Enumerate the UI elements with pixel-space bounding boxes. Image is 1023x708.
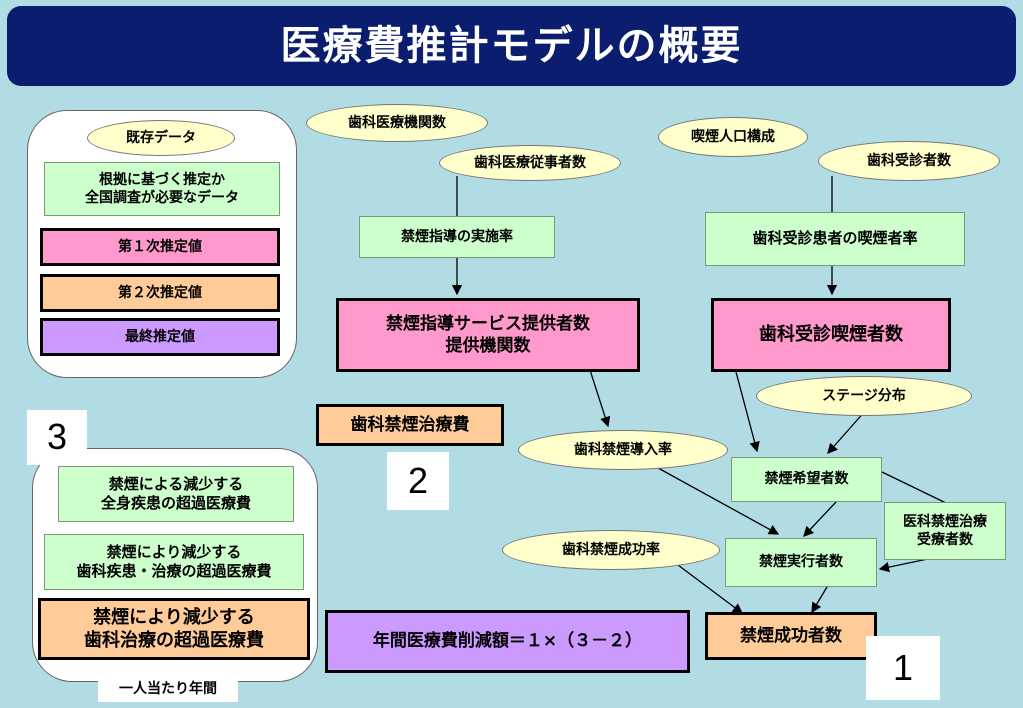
dental-smokers: 歯科受診喫煙者数 [711, 298, 951, 372]
dental-success-rate: 歯科禁煙成功率 [502, 530, 720, 570]
legend-final-estimate: 最終推定値 [40, 318, 280, 356]
arrow-intro-to-executors [648, 462, 780, 535]
smoking-population: 喫煙人口構成 [658, 117, 808, 157]
service-providers: 禁煙指導サービス提供者数 提供機関数 [336, 298, 640, 372]
per-person-label: 一人当たり年間 [98, 676, 238, 702]
success-count: 禁煙成功者数 [705, 612, 877, 660]
number-2: 2 [387, 452, 449, 510]
arrow-executors-to-successes [811, 586, 828, 614]
dental-treatment-cost: 禁煙により減少する 歯科治療の超過医療費 [38, 598, 310, 660]
line-hope-to-medical [881, 471, 949, 505]
medical-recipients: 医科禁煙治療 受療者数 [884, 502, 1006, 560]
annual-reduction: 年間医療費削減額＝１×（３－２） [325, 610, 690, 673]
legend-second-estimate: 第２次推定値 [40, 274, 280, 312]
legend-need-estimate: 根拠に基づく推定か 全国調査が必要なデータ [44, 162, 280, 216]
number-1: 1 [866, 636, 940, 700]
legend-existing-data: 既存データ [87, 120, 235, 156]
dental-intro-rate: 歯科禁煙導入率 [518, 430, 728, 470]
arrow-hope-to-executors [803, 501, 837, 537]
whole-body-cost: 禁煙による減少する 全身疾患の超過医療費 [58, 466, 294, 522]
number-3: 3 [27, 410, 87, 465]
dental-institutions: 歯科医療機関数 [306, 104, 488, 142]
dental-disease-cost: 禁煙により減少する 歯科疾患・治療の超過医療費 [44, 534, 304, 590]
arrow-success-rate-to-successes [677, 564, 744, 614]
arrow-smokers-to-hope [735, 371, 760, 453]
arrow-stage-to-hope [827, 409, 867, 454]
dental-patients: 歯科受診者数 [818, 141, 1000, 181]
guidance-rate: 禁煙指導の実施率 [359, 216, 555, 258]
page-title: 医療費推計モデルの概要 [7, 6, 1016, 86]
legend-first-estimate: 第１次推定値 [40, 228, 280, 266]
dental-cessation-cost: 歯科禁煙治療費 [316, 404, 504, 446]
executor-count: 禁煙実行者数 [725, 538, 877, 587]
hope-count: 禁煙希望者数 [731, 457, 882, 502]
patient-smoker-rate: 歯科受診患者の喫煙者率 [705, 212, 965, 266]
dental-workers: 歯科医療従事者数 [439, 145, 621, 181]
stage-distribution: ステージ分布 [756, 376, 972, 416]
arrow-providers-to-intro [589, 369, 611, 428]
